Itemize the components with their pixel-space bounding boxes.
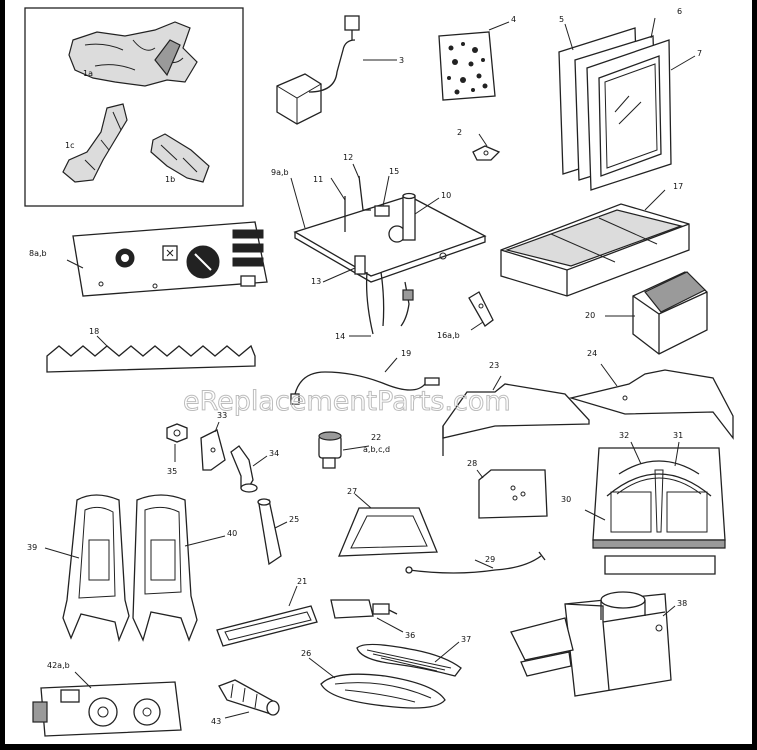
label-25: 25	[289, 515, 299, 524]
part-40-side-panel[interactable]	[132, 494, 226, 642]
log-1c[interactable]	[62, 103, 128, 183]
part-35-nut[interactable]	[166, 423, 188, 462]
part-4-embers[interactable]	[438, 21, 510, 101]
part-15-nut[interactable]	[374, 175, 390, 217]
label-6: 6	[677, 7, 682, 16]
part-43-orifice[interactable]	[218, 679, 280, 719]
part-3-pilot-tube[interactable]	[276, 15, 397, 125]
label-23: 23	[489, 361, 499, 370]
label-7: 7	[697, 49, 702, 58]
log-1b[interactable]	[150, 133, 210, 183]
part-31-arch-trim[interactable]	[674, 441, 680, 467]
part-42-gas-valve[interactable]	[32, 671, 182, 737]
label-26: 26	[301, 649, 311, 658]
part-36-connector[interactable]	[330, 599, 404, 633]
part-21-trim-strip[interactable]	[216, 585, 318, 647]
label-10: 10	[441, 191, 451, 200]
part-12-pilot-hood[interactable]	[352, 163, 371, 211]
label-2: 2	[457, 128, 462, 137]
label-4: 4	[511, 15, 516, 24]
part-11-thermocouple[interactable]	[330, 177, 346, 232]
part-9-burner-plate[interactable]	[293, 195, 487, 283]
label-40: 40	[227, 529, 237, 538]
log-1a[interactable]	[68, 21, 198, 87]
label-24: 24	[587, 349, 597, 358]
label-12: 12	[343, 153, 353, 162]
label-27: 27	[347, 487, 357, 496]
label-33: 33	[217, 411, 227, 420]
label-1b: 1b	[165, 175, 175, 184]
part-33-bracket[interactable]	[200, 421, 226, 471]
part-7-door-frame[interactable]	[586, 39, 696, 191]
watermark: eReplacementParts.com	[183, 386, 511, 417]
label-1c: 1c	[65, 141, 75, 150]
label-35: 35	[167, 467, 177, 476]
part-28-cover-plate[interactable]	[476, 469, 548, 519]
label-14: 14	[335, 332, 345, 341]
label-18: 18	[89, 327, 99, 336]
log-set-frame	[24, 7, 244, 207]
label-21: 21	[297, 577, 307, 586]
label-16: 16a,b	[437, 331, 460, 340]
part-37-grate[interactable]	[356, 641, 462, 677]
part-22-knob[interactable]	[318, 431, 370, 469]
label-17: 17	[673, 182, 683, 191]
part-23-baffle[interactable]	[442, 375, 590, 456]
label-31: 31	[673, 431, 683, 440]
label-3: 3	[399, 56, 404, 65]
part-30-front-panel[interactable]	[584, 447, 726, 575]
part-24-top-baffle[interactable]	[568, 363, 734, 440]
part-10-burner-tube[interactable]	[402, 192, 440, 241]
label-13: 13	[311, 277, 321, 286]
part-13-fitting[interactable]	[322, 255, 366, 283]
label-39: 39	[27, 543, 37, 552]
part-2-bracket[interactable]	[472, 133, 501, 161]
part-14-wires[interactable]	[349, 271, 414, 337]
part-19-wire-harness[interactable]	[290, 357, 440, 405]
label-15: 15	[389, 167, 399, 176]
label-43: 43	[211, 717, 221, 726]
part-27-gasket-frame[interactable]	[338, 493, 438, 557]
label-36: 36	[405, 631, 415, 640]
part-34-igniter[interactable]	[230, 445, 268, 493]
label-1a: 1a	[83, 69, 93, 78]
part-25-sleeve[interactable]	[257, 498, 288, 566]
label-30: 30	[561, 495, 571, 504]
part-18-gasket-strip[interactable]	[46, 335, 256, 373]
label-38: 38	[677, 599, 687, 608]
label-22-variants: a,b,c,d	[363, 445, 390, 454]
label-8: 8a,b	[29, 249, 47, 258]
label-34: 34	[269, 449, 279, 458]
label-22: 22	[371, 433, 381, 442]
label-5: 5	[559, 15, 564, 24]
parts-diagram-canvas: 1a 1c 1b 3 4 5 6 7	[5, 0, 752, 744]
part-17-heat-exchanger-box[interactable]	[500, 189, 690, 297]
label-20: 20	[585, 311, 595, 320]
part-8-control-bracket[interactable]	[66, 221, 268, 297]
exploded-parts-diagram: 1a 1c 1b 3 4 5 6 7	[24, 7, 734, 737]
part-20-rocker-switch[interactable]	[605, 271, 708, 355]
label-9: 9a,b	[271, 168, 289, 177]
label-32: 32	[619, 431, 629, 440]
part-32-arch-trim[interactable]	[618, 441, 700, 475]
label-37: 37	[461, 635, 471, 644]
label-28: 28	[467, 459, 477, 468]
label-19: 19	[401, 349, 411, 358]
label-42: 42a,b	[47, 661, 70, 670]
label-11: 11	[313, 175, 323, 184]
part-26-burner-tray[interactable]	[308, 657, 446, 709]
part-16-clip[interactable]	[468, 291, 494, 331]
part-38-blower-assembly[interactable]	[510, 591, 676, 697]
part-29-wire[interactable]	[405, 551, 546, 574]
part-39-side-panel[interactable]	[44, 494, 130, 643]
label-29: 29	[485, 555, 495, 564]
